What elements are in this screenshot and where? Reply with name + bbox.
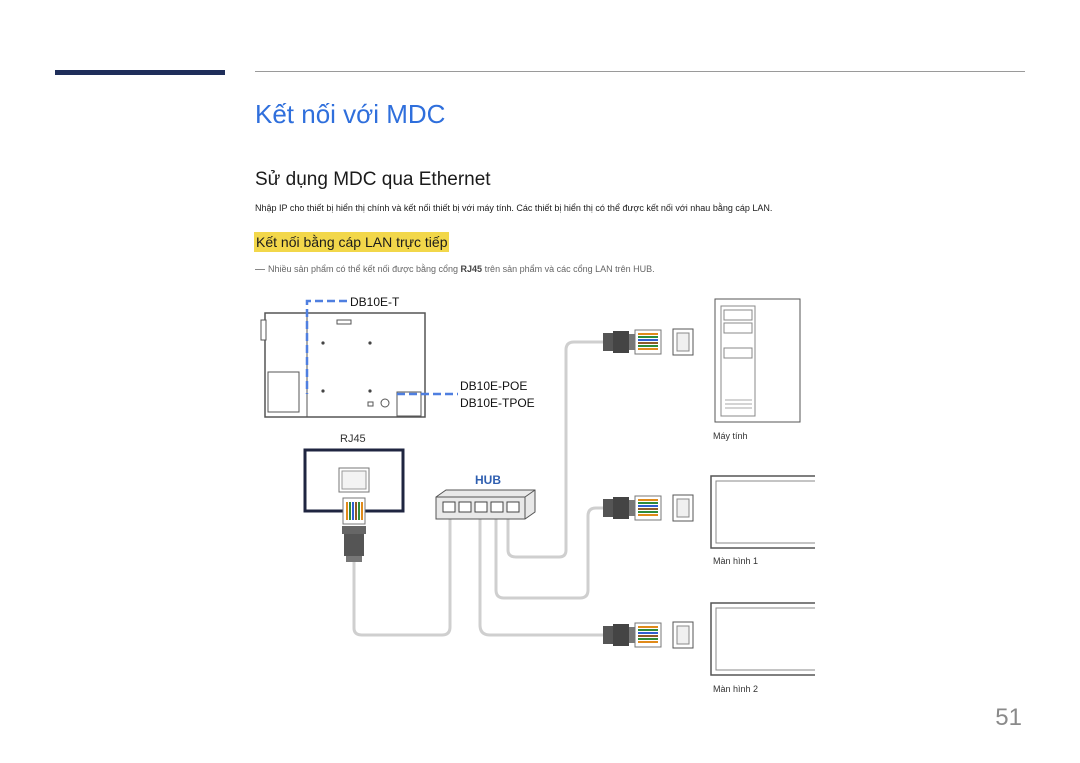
connection-diagram: DB10E-T DB10E-POE DB10E-TPOE RJ45 HUB [260, 295, 815, 694]
computer-tower [714, 298, 801, 423]
label-display-1: Màn hình 1 [713, 556, 758, 566]
rj45-plug-display2 [603, 622, 662, 648]
hub-device [435, 489, 536, 520]
lan-cables [352, 340, 603, 637]
label-computer: Máy tính [713, 431, 748, 441]
note-text-bold: RJ45 [460, 264, 483, 274]
main-display-back [260, 312, 426, 418]
subsection-title: Kết nối bằng cáp LAN trực tiếp [254, 232, 450, 252]
display-2 [710, 602, 815, 676]
label-db10e-tpoe: DB10E-TPOE [460, 396, 535, 410]
header-rule [255, 71, 1025, 72]
display-1 [710, 475, 815, 549]
lan-port-display2 [672, 621, 694, 649]
note-dash [255, 269, 265, 271]
rj45-plug-vertical [342, 497, 366, 562]
rj45-plug-computer [603, 329, 662, 355]
rj45-plug-display1 [603, 495, 662, 521]
rj45-port [338, 467, 370, 493]
intro-paragraph: Nhập IP cho thiết bị hiển thị chính và k… [255, 203, 773, 213]
cable-hub-display1 [494, 506, 603, 600]
note-text-after: trên sản phẩm và các cổng LAN trên HUB. [482, 264, 655, 274]
callout-lines [305, 299, 458, 396]
cable-display-hub [352, 516, 452, 637]
page-number: 51 [995, 704, 1022, 731]
label-display-2: Màn hình 2 [713, 684, 758, 694]
label-db10e-poe: DB10E-POE [460, 379, 527, 393]
callout-db10e-t [305, 299, 347, 394]
note: Nhiều sản phẩm có thể kết nối được bằng … [255, 264, 655, 274]
note-text-before: Nhiều sản phẩm có thể kết nối được bằng … [268, 264, 461, 274]
label-rj45: RJ45 [340, 433, 366, 445]
cable-hub-display2 [478, 516, 603, 637]
cable-hub-computer [506, 340, 603, 559]
header-accent-bar [55, 70, 225, 75]
lan-port-computer [672, 328, 694, 356]
section-title: Sử dụng MDC qua Ethernet [255, 169, 491, 190]
lan-port-display1 [672, 494, 694, 522]
page-title: Kết nối với MDC [255, 99, 446, 129]
label-hub: HUB [475, 473, 501, 487]
label-db10e-t: DB10E-T [350, 295, 400, 309]
